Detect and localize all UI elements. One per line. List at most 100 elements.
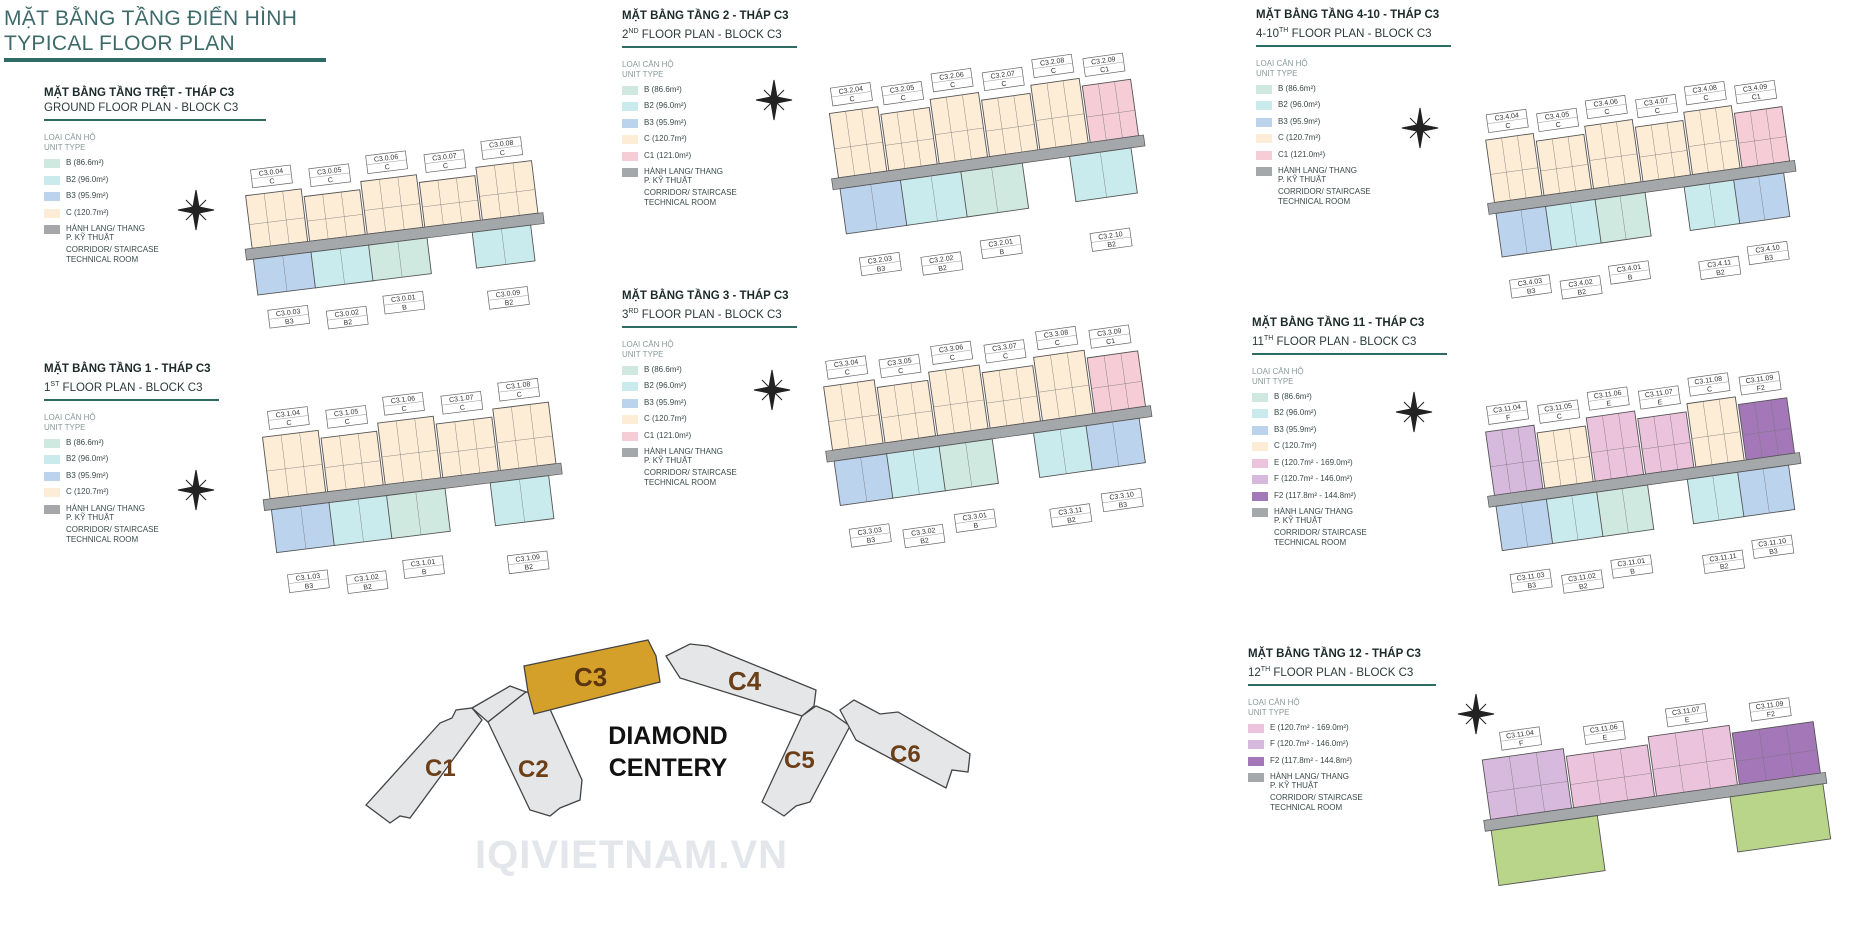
unit-type: B3 <box>1769 548 1779 556</box>
legend-label: C (120.7m²) <box>644 134 687 144</box>
legend-item-b: B (86.6m²) <box>622 85 797 102</box>
room-wall <box>473 419 481 474</box>
legend-item-b3: B3 (95.9m²) <box>1256 117 1451 134</box>
room-wall <box>930 175 938 222</box>
room-wall <box>357 433 365 488</box>
room-wall <box>299 432 308 495</box>
unit-type: B3 <box>866 537 876 545</box>
unit-code: C3.4.07 <box>1643 97 1668 107</box>
unit-code: C3.0.02 <box>334 309 359 319</box>
room-wall <box>998 370 1008 426</box>
unit-tag: C3.11.06E <box>1582 720 1626 745</box>
unit-code: C3.11.06 <box>1590 724 1619 735</box>
legend-swatch <box>44 471 60 481</box>
unit-type: B2 <box>343 319 352 327</box>
unit-type: C <box>1001 81 1007 89</box>
room-wall <box>935 127 984 135</box>
unit-type: B2 <box>1067 517 1077 525</box>
corridor <box>1483 772 1828 832</box>
room-wall <box>985 124 1035 132</box>
legend-label: B (86.6m²) <box>644 84 682 94</box>
room-wall <box>857 382 867 446</box>
section-title-vi: MẶT BẰNG TẦNG 2 - THÁP C3 <box>622 10 789 22</box>
unit-tag: C3.11.01B <box>1610 554 1654 579</box>
legend-label: B (86.6m²) <box>1274 391 1312 401</box>
unit-code: C3.2.05 <box>889 84 914 94</box>
room-wall <box>1641 442 1691 450</box>
room-wall <box>945 369 955 434</box>
compass-icon <box>177 189 215 231</box>
room-wall <box>1091 381 1143 389</box>
section-underline <box>1252 352 1447 355</box>
floor-plate: C3.3.04CC3.3.05CC3.3.06CC3.3.07CC3.3.08C… <box>823 324 1153 549</box>
unit-type: C <box>949 354 955 362</box>
room-wall <box>1501 137 1511 201</box>
unit-type: B3 <box>304 583 313 591</box>
floor-plan-2nd: C3.2.04CC3.2.05CC3.2.06CC3.2.07CC3.2.08C… <box>828 52 1146 277</box>
unit-type: C <box>1703 95 1709 103</box>
corridor-vi-1: HÀNH LANG/ THANG <box>644 167 723 177</box>
unit-c <box>1584 119 1642 190</box>
legend-swatch <box>622 118 638 128</box>
legend-heading-vi: LOẠI CĂN HỘ <box>1256 58 1308 68</box>
unit-c <box>492 401 557 472</box>
legend-item-b: B (86.6m²) <box>622 365 797 382</box>
roof-garden <box>1729 783 1832 853</box>
unit-code: C3.3.10 <box>1109 491 1134 501</box>
room-wall <box>324 460 381 468</box>
room-wall <box>1570 773 1652 785</box>
corridor-en-2: TECHNICAL ROOM <box>1278 197 1351 207</box>
legend-label: B (86.6m²) <box>66 437 104 447</box>
unit-type: C <box>1654 108 1660 116</box>
unit-code: C3.2.01 <box>988 238 1013 248</box>
corridor-vi-1: HÀNH LANG/ THANG <box>644 447 723 457</box>
section-title-vi: MẶT BẰNG TẦNG TRỆT - THÁP C3 <box>44 87 235 99</box>
unit-type-legend: B (86.6m²)B2 (96.0m²)B3 (95.9m²)C (120.7… <box>1252 392 1447 549</box>
unit-type: B2 <box>524 564 533 572</box>
legend-swatch <box>622 135 638 145</box>
unit-code: C3.1.04 <box>275 410 300 420</box>
legend-swatch <box>1256 167 1272 177</box>
unit-code: C3.4.05 <box>1544 111 1569 121</box>
room-wall <box>965 442 973 488</box>
unit-code: C3.4.08 <box>1692 84 1717 94</box>
legend-swatch <box>622 431 638 441</box>
corridor-en-2: TECHNICAL ROOM <box>66 534 139 544</box>
room-wall <box>1552 430 1562 487</box>
room-wall <box>1736 749 1818 762</box>
legend-swatch <box>1248 723 1264 733</box>
floor-plan-ground: C3.0.04CC3.0.05CC3.0.06CC3.0.07CC3.0.08C… <box>244 136 545 330</box>
legend-item-b: B (86.6m²) <box>44 438 219 455</box>
legend-item-b3: B3 (95.9m²) <box>622 118 797 135</box>
floor-number: 12 <box>1248 666 1261 679</box>
corridor-en-2: TECHNICAL ROOM <box>1270 803 1343 813</box>
room-wall <box>340 248 345 285</box>
unit-type: B3 <box>1527 582 1537 590</box>
legend-item-f2: F2 (117.8m² - 144.8m²) <box>1252 491 1447 508</box>
corridor-en-2: TECHNICAL ROOM <box>644 478 717 488</box>
room-wall <box>266 464 323 472</box>
floor-suffix: TH <box>1279 27 1289 34</box>
room-wall <box>962 367 972 431</box>
room-wall <box>415 491 422 535</box>
room-wall <box>1691 431 1741 439</box>
corridor-en-1: CORRIDOR/ STAIRCASE <box>1270 793 1363 803</box>
room-wall <box>1112 421 1120 467</box>
unit-c <box>303 189 366 242</box>
unit-code: C3.2.02 <box>929 255 954 265</box>
unit-type: B2 <box>1716 269 1726 277</box>
unit-tag: C3.0.07C <box>423 149 467 173</box>
unit-c <box>1683 105 1741 176</box>
room-wall <box>1046 82 1057 148</box>
floor-suffix: ND <box>628 28 639 35</box>
